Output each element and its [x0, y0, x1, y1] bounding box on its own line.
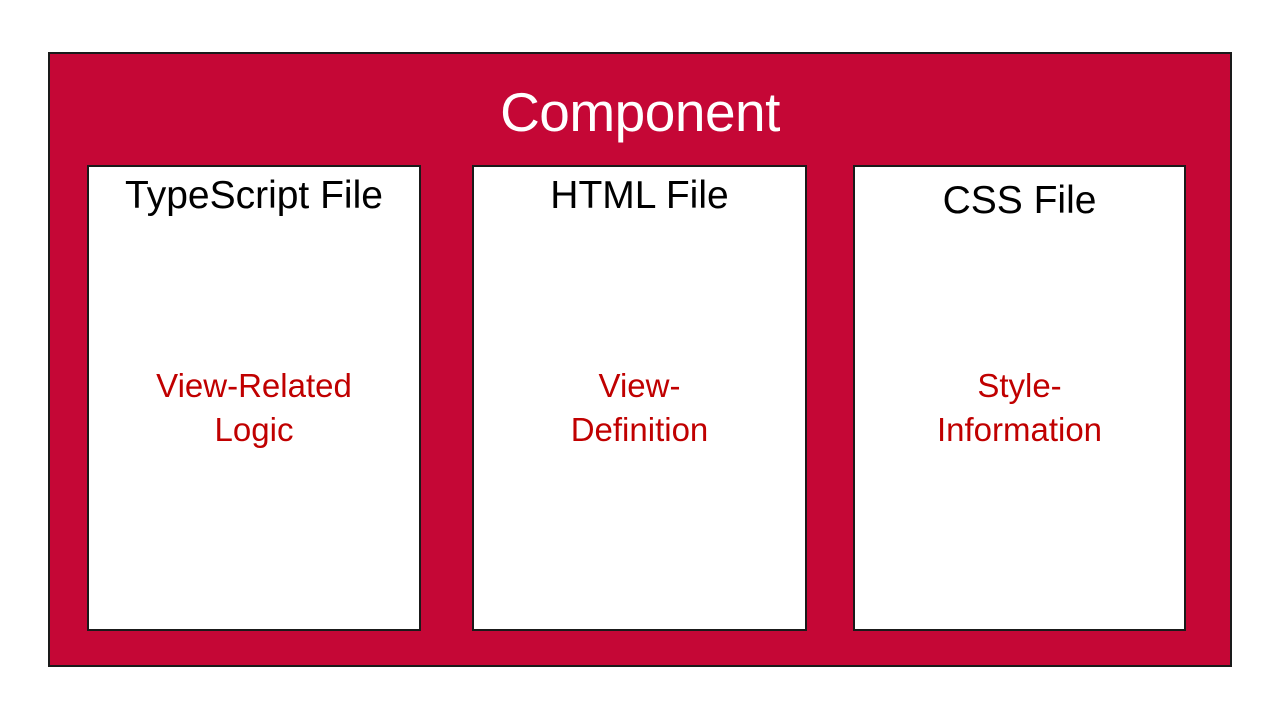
css-file-heading: CSS File	[942, 179, 1097, 222]
typescript-file-description: View-Related Logic	[156, 367, 352, 448]
css-file-box: CSS File Style- Information	[853, 165, 1186, 631]
typescript-file-heading: TypeScript File	[125, 174, 383, 217]
css-file-description: Style- Information	[936, 367, 1103, 448]
html-file-box: HTML File View- Definition	[472, 165, 807, 631]
component-title: Component	[500, 81, 780, 143]
html-file-description: View- Definition	[570, 367, 709, 448]
typescript-file-box: TypeScript File View-Related Logic	[87, 165, 421, 631]
component-container: Component TypeScript File View-Related L…	[48, 52, 1232, 667]
html-file-heading: HTML File	[550, 174, 729, 217]
